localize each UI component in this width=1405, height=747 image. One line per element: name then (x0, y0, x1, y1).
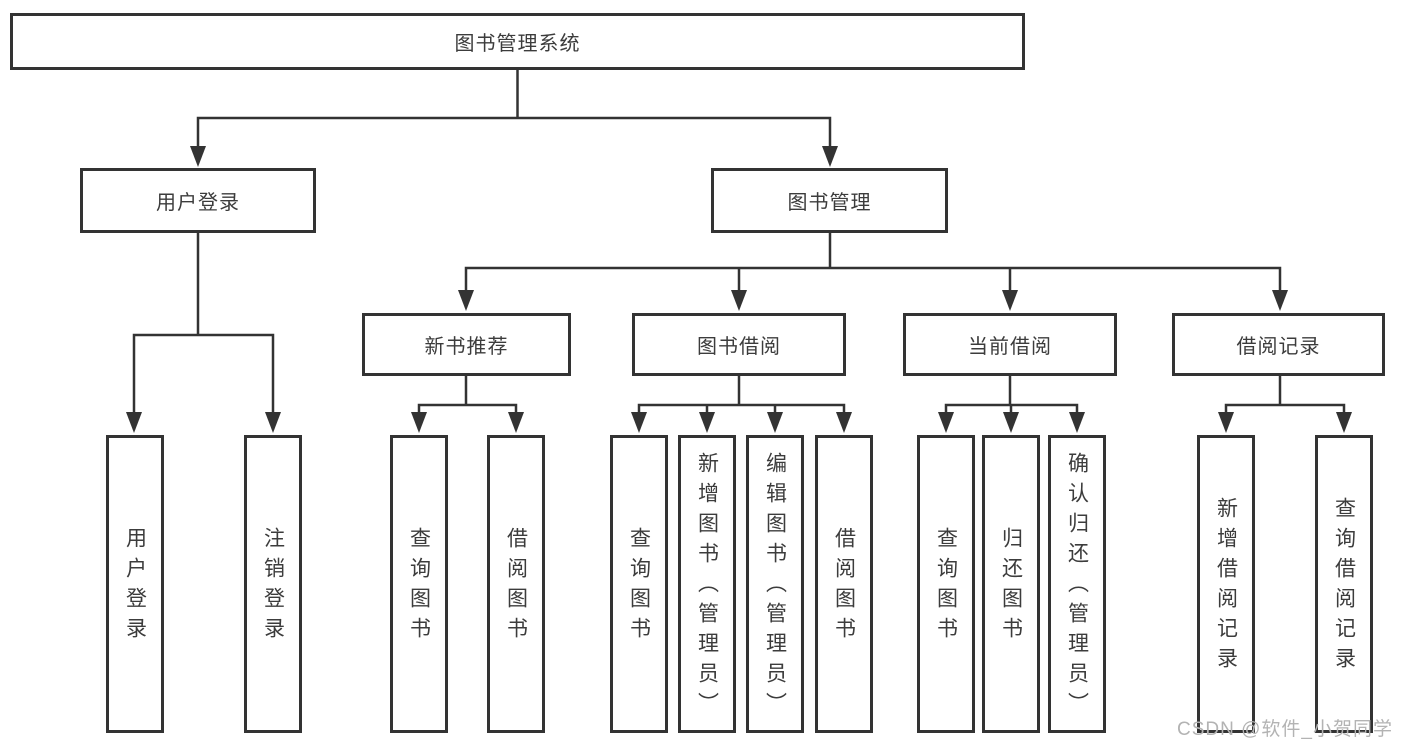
node-new-book-recommend: 新书推荐 (362, 313, 571, 376)
leaf-user-login: 用户登录 (106, 435, 164, 733)
leaf-current-confirm-return: 确认归还（管理员） (1048, 435, 1106, 733)
leaf-recommend-borrow-books: 借阅图书 (487, 435, 545, 733)
node-book-management-module: 图书管理 (711, 168, 948, 233)
arrowhead-icons (126, 146, 1352, 433)
leaf-logout: 注销登录 (244, 435, 302, 733)
node-book-borrow: 图书借阅 (632, 313, 846, 376)
node-current-borrow: 当前借阅 (903, 313, 1117, 376)
node-root-system: 图书管理系统 (10, 13, 1025, 70)
leaf-borrow-edit-books: 编辑图书（管理员） (746, 435, 804, 733)
leaf-recommend-query-books: 查询图书 (390, 435, 448, 733)
node-user-login-module: 用户登录 (80, 168, 316, 233)
leaf-borrow-add-books: 新增图书（管理员） (678, 435, 736, 733)
leaf-borrow-query-books: 查询图书 (610, 435, 668, 733)
leaf-records-query-record: 查询借阅记录 (1315, 435, 1373, 733)
leaf-current-query-books: 查询图书 (917, 435, 975, 733)
leaf-current-return-books: 归还图书 (982, 435, 1040, 733)
leaf-borrow-borrow-books: 借阅图书 (815, 435, 873, 733)
leaf-records-add-record: 新增借阅记录 (1197, 435, 1255, 733)
node-borrow-records: 借阅记录 (1172, 313, 1385, 376)
csdn-watermark: CSDN @软件_小贺同学 (1177, 719, 1393, 740)
